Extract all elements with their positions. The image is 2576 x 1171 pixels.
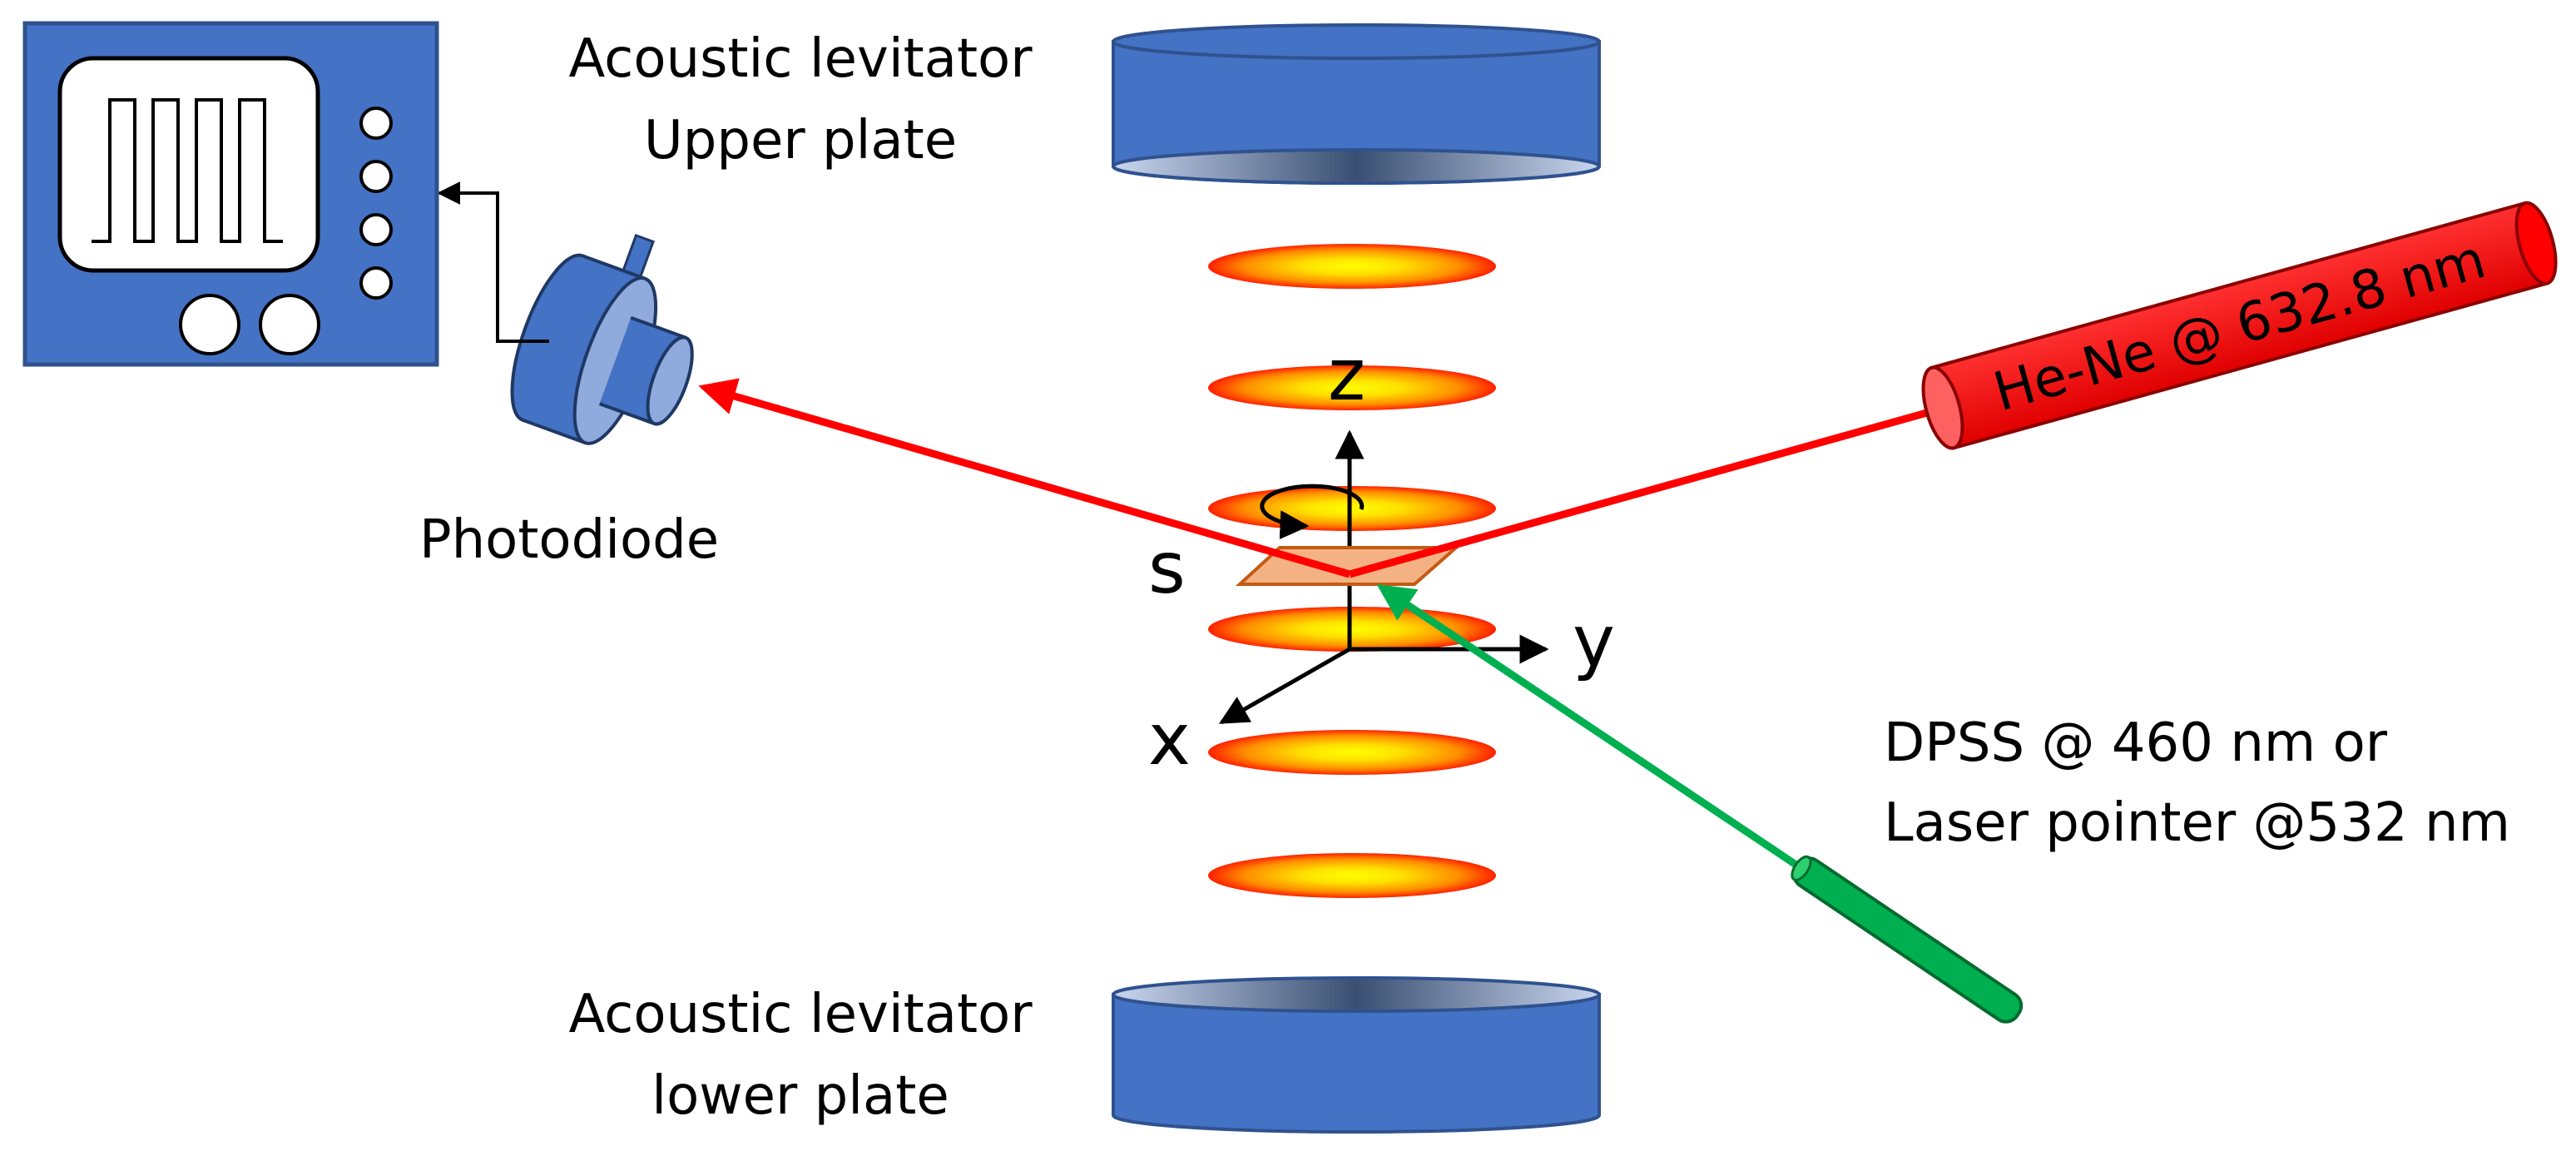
y-axis-label: y [1573,600,1615,683]
lower-plate [1112,976,1601,1134]
lower-plate-label-line2: lower plate [651,1065,949,1127]
pressure-node-6 [1208,853,1496,898]
oscilloscope-knob [359,213,393,246]
oscilloscope-icon [22,21,439,367]
green-laser-label-line2: Laser pointer @532 nm [1884,792,2510,854]
photodiode-icon [510,233,694,445]
signal-cable [437,181,549,343]
coordinate-axes [1218,429,1549,725]
x-axis-label: x [1148,698,1191,781]
pressure-node-5 [1208,730,1496,775]
cylinder-laser-icon: He-Ne @ 632.8 nm [1921,201,2558,450]
pressure-node-2 [1208,365,1496,410]
oscilloscope-dial [259,294,320,355]
upper-plate [1112,23,1601,185]
z-axis-label: z [1328,334,1365,417]
lower-plate-label-line1: Acoustic levitator [569,984,1033,1045]
pressure-node-1 [1208,244,1496,289]
square-wave-trace [92,98,283,243]
upper-plate-label-line1: Acoustic levitator [569,28,1033,90]
sample-label: s [1148,527,1186,610]
oscilloscope-knob [359,266,393,300]
rotation-arrow-icon [1260,484,1365,540]
pressure-node-4 [1208,607,1496,652]
x-axis [1218,647,1351,725]
upper-plate-label-line2: Upper plate [644,110,957,171]
laser-pointer-icon [1791,855,2024,1024]
green-laser-label-line1: DPSS @ 460 nm or [1884,712,2388,774]
photodiode-label: Photodiode [419,509,719,571]
hene-laser-label: He-Ne @ 632.8 nm [1987,229,2492,424]
oscilloscope-knob [359,160,393,193]
oscilloscope-screen [57,56,320,273]
oscilloscope-knob [359,107,393,140]
green-laser-beam [1376,583,1800,869]
oscilloscope-dial [179,294,240,355]
red-laser-beam [698,378,1940,578]
